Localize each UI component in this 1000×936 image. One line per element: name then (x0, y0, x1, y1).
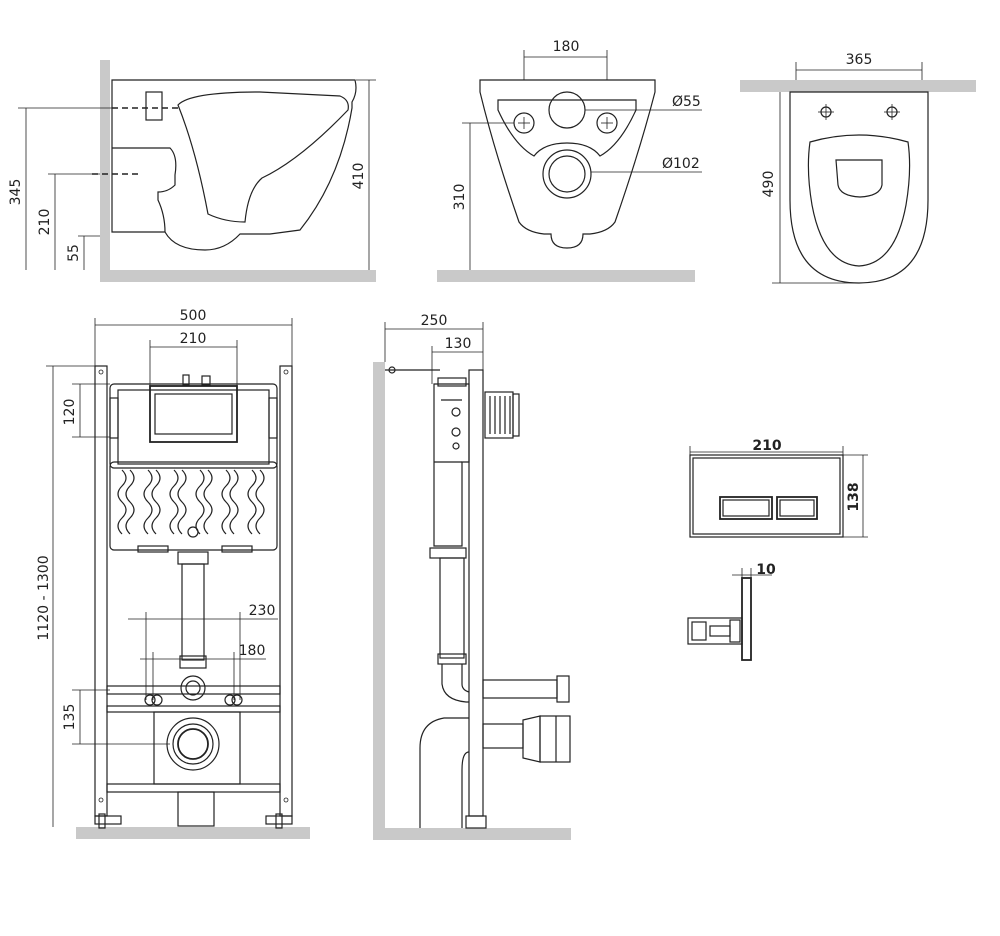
cistern-body (109, 461, 278, 551)
dim-frame-height-range: 1120 - 1300 (36, 555, 52, 640)
side-waste-pipe (482, 723, 524, 749)
dim-plate-210: 210 (752, 438, 781, 454)
frame-crossbar-upper (106, 685, 281, 695)
dim-frame-500: 500 (180, 308, 207, 324)
cistern-top (109, 383, 278, 469)
dim-rear-310: 310 (452, 184, 468, 211)
side-bowl-outlet (112, 147, 177, 233)
side-flush-bend (441, 664, 469, 703)
dim-rear-102: Ø102 (662, 156, 700, 172)
side-frame-wall (373, 362, 385, 840)
dim-top-365: 365 (846, 52, 873, 68)
dim-rear-55: Ø55 (672, 94, 701, 110)
cistern-ribs (117, 469, 265, 535)
side-bowl-outline (111, 79, 357, 251)
flush-pipe (181, 563, 205, 661)
waste-outlet-outer (166, 717, 220, 771)
rear-hole-102-inner (548, 155, 586, 193)
side-bowl-inner (177, 91, 349, 223)
side-flush-pipe (439, 557, 465, 659)
frame-foot-right (265, 815, 293, 825)
cistern-opening (149, 385, 238, 443)
side-bolt-block (145, 91, 163, 121)
flush-button-right[interactable] (776, 496, 818, 520)
dim-top-490: 490 (761, 171, 777, 198)
rear-hole-55 (548, 91, 586, 129)
flush-pipe-collar (177, 551, 209, 565)
flush-plate (689, 454, 844, 538)
frame-bolt-right (224, 694, 236, 706)
dim-410: 410 (351, 163, 367, 190)
dim-frame-180: 180 (239, 643, 266, 659)
dim-55: 55 (66, 244, 82, 262)
waste-pipe (177, 791, 215, 827)
toilet-top-view: 365 490 (740, 52, 976, 284)
cistern-opening-inner (154, 393, 233, 435)
dim-side-250: 250 (421, 313, 448, 329)
frame-floor (76, 827, 310, 839)
frame-crossbar-mid (106, 705, 281, 713)
frame-crossbar-lower (106, 783, 281, 793)
rear-floor (437, 270, 695, 282)
flush-plate-mechanism (687, 617, 743, 645)
side-cistern (433, 383, 470, 547)
rear-bowl-cavity (497, 99, 637, 157)
rear-bolt-right (596, 112, 618, 134)
frame-bolt-left (144, 694, 156, 706)
side-flush-outlet (482, 679, 558, 699)
frame-front-view: 500 210 120 1120 - 1300 230 180 135 (36, 308, 310, 839)
rear-hole-102-outer (542, 149, 592, 199)
toilet-side-view: 345 210 55 410 (8, 60, 376, 282)
rear-bowl-outline (479, 79, 656, 249)
top-seat (807, 134, 911, 267)
frame-upright-left (94, 365, 108, 817)
side-floor (100, 270, 376, 282)
dim-frame-230: 230 (249, 603, 276, 619)
top-bowl-opening (835, 159, 883, 198)
side-waste-bend-outer (419, 717, 469, 828)
dim-frame-120: 120 (62, 399, 78, 426)
dim-plate-138: 138 (846, 482, 862, 511)
top-wall (740, 80, 976, 92)
flush-button-left[interactable] (719, 496, 773, 520)
side-frame-upright (468, 369, 484, 817)
side-frame-floor (373, 828, 571, 840)
toilet-rear-view: 180 Ø55 Ø102 310 (437, 39, 702, 282)
top-bowl-outline (789, 91, 929, 284)
waste-bracket (153, 711, 241, 785)
side-wall (100, 60, 110, 282)
cistern-top-inner (117, 389, 270, 465)
side-actuator (484, 391, 514, 439)
side-waste-flange (539, 715, 571, 763)
frame-foot-left (94, 815, 122, 825)
dim-frame-135: 135 (62, 704, 78, 731)
frame-side-view: 250 130 (373, 313, 571, 840)
dim-rear-180: 180 (553, 39, 580, 55)
flush-plate-view: 210 138 10 (687, 438, 868, 661)
frame-upright-right (279, 365, 293, 817)
dim-frame-210: 210 (180, 331, 207, 347)
dim-plate-10: 10 (756, 562, 776, 578)
flush-outlet (180, 675, 206, 701)
dim-345: 345 (8, 179, 24, 206)
flush-plate-side (741, 577, 752, 661)
dim-210: 210 (37, 209, 53, 236)
dim-side-130: 130 (445, 336, 472, 352)
